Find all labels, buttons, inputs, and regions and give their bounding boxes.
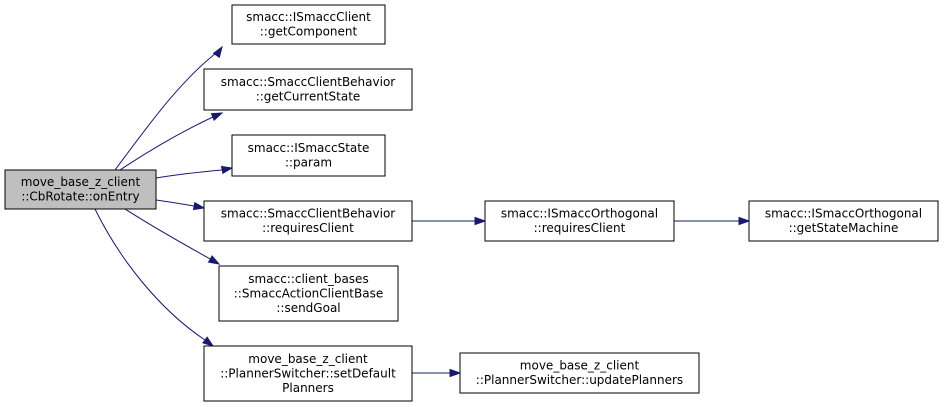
node-label-line: ::requiresClient — [262, 221, 354, 235]
edge-arrowhead — [207, 255, 221, 265]
node-label-line: ::PlannerSwitcher::updatePlanners — [476, 373, 683, 387]
node-label-line: ::getComponent — [260, 25, 358, 39]
node-label-line: ::getStateMachine — [789, 221, 899, 235]
node-box — [203, 345, 413, 402]
node-getStateMachine[interactable]: smacc::ISmaccOrthogonal::getStateMachine — [748, 200, 939, 242]
node-box — [4, 169, 157, 210]
edge-orthoRequiresClient-to-getStateMachine — [674, 216, 751, 226]
node-label-line: move_base_z_client — [21, 175, 141, 189]
node-label-line: ::requiresClient — [534, 221, 626, 235]
node-sendGoal[interactable]: smacc::client_bases::SmaccActionClientBa… — [218, 265, 399, 322]
edge-arrowhead — [202, 336, 215, 347]
edge-root-to-sendGoal — [124, 208, 221, 265]
node-box — [231, 134, 386, 177]
node-updatePlanners[interactable]: move_base_z_client::PlannerSwitcher::upd… — [459, 352, 700, 394]
node-label-line: smacc::ISmaccOrthogonal — [765, 207, 922, 221]
edge-root-to-getCurrentState — [119, 112, 224, 171]
node-label-line: move_base_z_client — [248, 352, 368, 366]
edge-arrowhead — [474, 216, 487, 226]
edge-line — [155, 169, 223, 179]
node-setDefaultPlanners[interactable]: move_base_z_client::PlannerSwitcher::set… — [203, 345, 413, 402]
edge-arrowhead — [212, 45, 223, 59]
node-box — [748, 200, 939, 242]
edge-root-to-getComponent — [114, 45, 223, 171]
node-label-line: ::getCurrentState — [256, 90, 361, 104]
edge-line — [124, 208, 213, 261]
node-box — [484, 200, 675, 242]
node-label-line: ::sendGoal — [276, 301, 340, 315]
node-label-line: ::PlannerSwitcher::setDefault — [220, 366, 396, 380]
edges-layer — [94, 45, 751, 378]
node-label-line: Planners — [282, 381, 334, 395]
node-box — [459, 352, 700, 394]
edge-root-to-requiresClient — [155, 199, 206, 211]
node-getComponent[interactable]: smacc::ISmaccClient::getComponent — [231, 4, 386, 45]
edge-root-to-setDefaultPlanners — [94, 208, 215, 347]
node-getCurrentState[interactable]: smacc::SmaccClientBehavior::getCurrentSt… — [203, 68, 413, 111]
node-box — [203, 200, 413, 242]
node-label-line: smacc::SmaccClientBehavior — [221, 75, 396, 89]
edge-arrowhead — [738, 216, 751, 226]
node-box — [218, 265, 399, 322]
edge-line — [114, 49, 221, 171]
edge-arrowhead — [210, 112, 224, 122]
edge-setDefaultPlanners-to-updatePlanners — [412, 368, 462, 378]
node-label-line: ::param — [285, 156, 332, 170]
node-label-line: smacc::client_bases — [248, 272, 368, 286]
node-param[interactable]: smacc::ISmaccState::param — [231, 134, 386, 177]
edge-arrowhead — [192, 201, 206, 211]
node-label-line: ::SmaccActionClientBase — [234, 286, 383, 300]
node-label-line: move_base_z_client — [520, 359, 640, 373]
node-label-line: ::CbRotate::onEntry — [21, 190, 139, 204]
node-requiresClient[interactable]: smacc::SmaccClientBehavior::requiresClie… — [203, 200, 413, 242]
node-label-line: smacc::ISmaccOrthogonal — [501, 207, 658, 221]
edge-line — [94, 208, 206, 341]
edge-requiresClient-to-orthoRequiresClient — [412, 216, 487, 226]
edge-line — [155, 199, 195, 207]
edge-arrowhead — [449, 368, 462, 378]
node-label-line: smacc::SmaccClientBehavior — [221, 207, 396, 221]
node-root[interactable]: move_base_z_client::CbRotate::onEntry — [4, 169, 157, 210]
edge-line — [119, 115, 216, 171]
node-label-line: smacc::ISmaccClient — [246, 10, 371, 24]
edge-root-to-param — [155, 165, 234, 179]
node-label-line: smacc::ISmaccState — [248, 141, 370, 155]
node-orthoRequiresClient[interactable]: smacc::ISmaccOrthogonal::requiresClient — [484, 200, 675, 242]
node-box — [231, 4, 386, 45]
nodes-layer: move_base_z_client::CbRotate::onEntrysma… — [4, 4, 939, 402]
edge-arrowhead — [220, 165, 234, 175]
node-box — [203, 68, 413, 111]
